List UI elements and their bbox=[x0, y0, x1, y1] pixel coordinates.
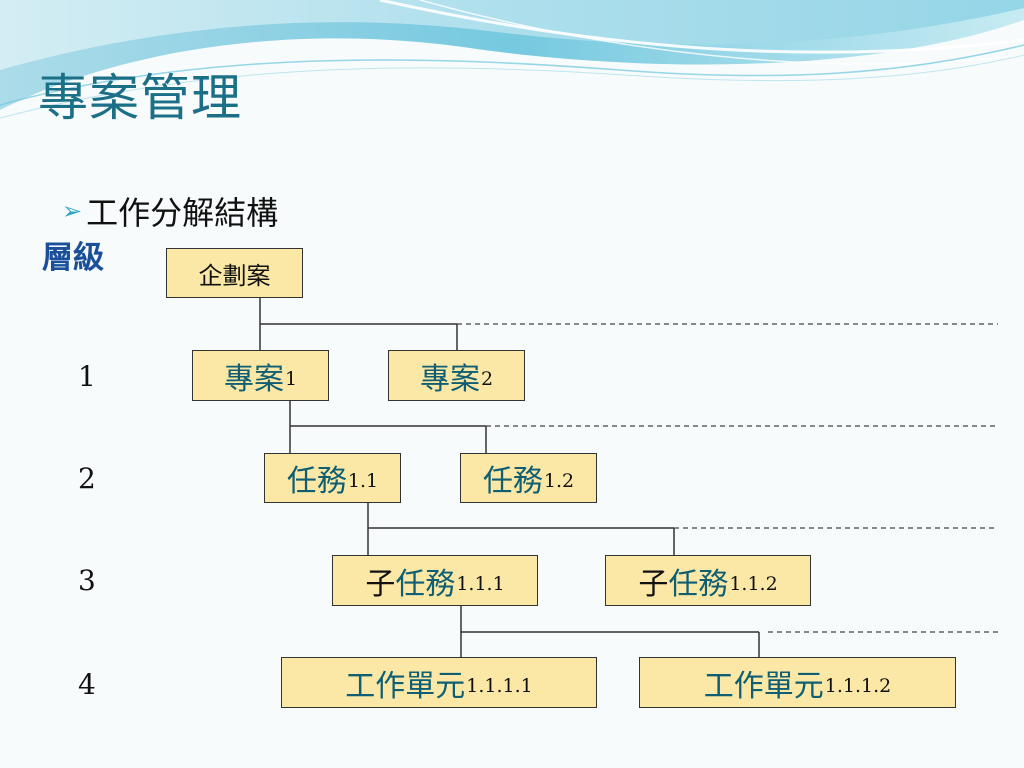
node-sub-label: 1.1.1 bbox=[456, 572, 505, 595]
node-prefix: 工作 bbox=[345, 668, 406, 704]
node-label: 任務 bbox=[286, 464, 347, 499]
node-sub-label: 1.1.2 bbox=[729, 572, 778, 595]
node-label: 任務 bbox=[668, 566, 729, 602]
node-label: 任務 bbox=[482, 464, 543, 499]
level-number-4: 4 bbox=[78, 668, 96, 701]
node-sub-label: 1 bbox=[284, 367, 298, 390]
node-label: 單元 bbox=[405, 668, 466, 704]
bullet-text: 工作分解結構 bbox=[86, 194, 279, 232]
node-sub-label: 1.1 bbox=[347, 470, 379, 492]
node-prefix: 工作 bbox=[703, 668, 764, 704]
node-prefix: 子 bbox=[638, 566, 669, 602]
node-root: 企劃案 bbox=[166, 248, 303, 298]
node-sub-label: 1.2 bbox=[543, 470, 575, 492]
header-wave-decoration bbox=[0, 0, 1024, 119]
arrow-bullet-icon: ➢ bbox=[62, 197, 83, 225]
slide-title: 專案管理 bbox=[38, 69, 242, 127]
node-sub-label: 2 bbox=[480, 367, 494, 390]
level-number-2: 2 bbox=[78, 462, 96, 495]
node-label: 任務 bbox=[395, 566, 456, 602]
level-number-3: 3 bbox=[78, 564, 96, 597]
node-sub-label: 1.1.1.2 bbox=[824, 674, 892, 697]
node-label: 單元 bbox=[763, 668, 824, 704]
bullet-item: ➢ 工作分解結構 bbox=[62, 188, 278, 234]
node-label: 專案 bbox=[223, 361, 284, 397]
node-sub-label: 1.1.1.1 bbox=[466, 674, 533, 697]
node-prefix: 子 bbox=[365, 566, 396, 602]
node-root-label: 企劃案 bbox=[198, 261, 271, 290]
level-heading: 層級 bbox=[42, 240, 104, 276]
level-number-1: 1 bbox=[78, 360, 96, 393]
node-label: 專案 bbox=[419, 361, 480, 397]
